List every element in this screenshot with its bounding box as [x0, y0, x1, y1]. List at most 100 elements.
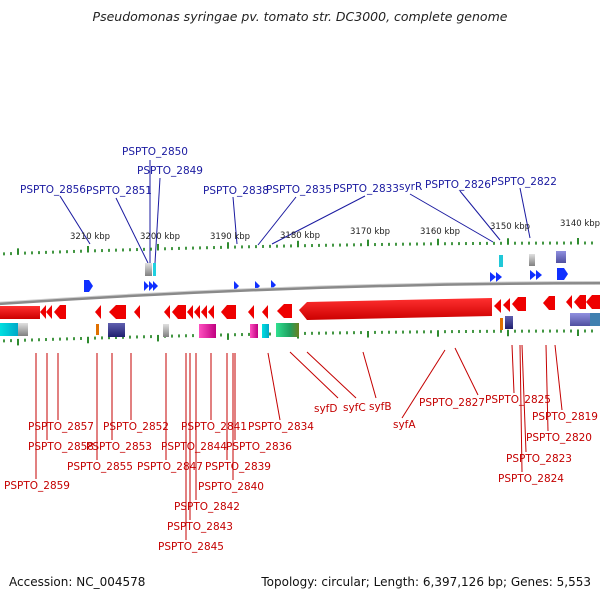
leader-line [271, 195, 366, 245]
gene-label-pspto-2845[interactable]: PSPTO_2845 [158, 541, 224, 553]
gene-label-pspto-2824[interactable]: PSPTO_2824 [498, 473, 564, 485]
gene-label-pspto-2827[interactable]: PSPTO_2827 [419, 397, 485, 409]
gene-label-pspto-2844[interactable]: PSPTO_2844 [161, 441, 227, 453]
feature-block [276, 323, 299, 337]
forward-gene-arrow[interactable] [496, 272, 502, 282]
forward-gene-arrow[interactable] [84, 280, 93, 292]
reverse-gene-arrow[interactable] [208, 305, 214, 319]
lower-gene-labels: PSPTO_2857 PSPTO_2858 PSPTO_2859 PSPTO_2… [4, 394, 598, 553]
gene-label-pspto-2835[interactable]: PSPTO_2835 [266, 184, 332, 196]
reverse-gene-arrow[interactable] [512, 297, 526, 311]
gene-label-syfa[interactable]: syfA [393, 419, 416, 431]
gene-label-syfd[interactable]: syfD [314, 403, 337, 415]
reverse-gene-arrow[interactable] [543, 296, 555, 310]
gene-label-pspto-2842[interactable]: PSPTO_2842 [174, 501, 240, 513]
gene-label-pspto-2853[interactable]: PSPTO_2853 [86, 441, 152, 453]
gene-label-pspto-2823[interactable]: PSPTO_2823 [506, 453, 572, 465]
reverse-gene-arrow[interactable] [46, 305, 52, 319]
gene-label-pspto-2849[interactable]: PSPTO_2849 [137, 165, 203, 177]
leader-line [59, 195, 91, 245]
gene-label-pspto-2836[interactable]: PSPTO_2836 [226, 441, 292, 453]
leader-line [519, 344, 523, 473]
gene-label-pspto-2840[interactable]: PSPTO_2840 [198, 481, 264, 493]
feature-block [570, 313, 590, 326]
gene-label-syfb[interactable]: syfB [369, 401, 392, 413]
scale-ticks [3, 238, 593, 346]
leader-line [511, 344, 515, 394]
forward-genes [84, 268, 568, 292]
leader-line [401, 349, 446, 419]
reverse-gene-arrow[interactable] [494, 299, 501, 313]
forward-gene-arrow[interactable] [144, 281, 149, 291]
reverse-gene-arrow[interactable] [201, 305, 207, 319]
leader-line [519, 187, 531, 239]
forward-gene-arrow[interactable] [536, 270, 542, 280]
reverse-gene-arrow[interactable] [299, 298, 492, 320]
gene-label-pspto-2859[interactable]: PSPTO_2859 [4, 480, 70, 492]
feature-block [0, 323, 18, 336]
gene-label-pspto-2855[interactable]: PSPTO_2855 [67, 461, 133, 473]
reverse-gene-arrow[interactable] [574, 295, 586, 309]
forward-gene-arrow[interactable] [153, 281, 158, 291]
forward-gene-arrow[interactable] [490, 272, 496, 282]
reverse-gene-arrow[interactable] [164, 305, 170, 319]
gene-label-pspto-2850[interactable]: PSPTO_2850 [122, 146, 188, 158]
gene-label-pspto-2841[interactable]: PSPTO_2841 [181, 421, 247, 433]
reverse-gene-arrow[interactable] [503, 298, 510, 312]
gene-label-syrr[interactable]: syrR [399, 181, 422, 193]
gene-label-pspto-2834[interactable]: PSPTO_2834 [248, 421, 314, 433]
gene-label-pspto-2826[interactable]: PSPTO_2826 [425, 179, 491, 191]
gene-label-pspto-2858[interactable]: PSPTO_2858 [28, 441, 94, 453]
gene-label-pspto-2843[interactable]: PSPTO_2843 [167, 521, 233, 533]
leader-line [306, 351, 357, 399]
genome-title: Pseudomonas syringae pv. tomato str. DC3… [92, 9, 508, 24]
reverse-gene-arrow[interactable] [172, 305, 186, 319]
feature-block [153, 263, 156, 276]
reverse-gene-arrow[interactable] [187, 305, 193, 319]
gene-label-pspto-2847[interactable]: PSPTO_2847 [137, 461, 203, 473]
scale-label-3210: 3210 kbp [70, 232, 110, 242]
forward-gene-arrow[interactable] [234, 281, 239, 291]
reverse-gene-arrow[interactable] [0, 306, 40, 319]
leader-line [232, 196, 238, 245]
gene-label-pspto-2820[interactable]: PSPTO_2820 [526, 432, 592, 444]
gene-label-pspto-2852[interactable]: PSPTO_2852 [103, 421, 169, 433]
feature-block [499, 255, 503, 267]
gene-label-pspto-2833[interactable]: PSPTO_2833 [333, 183, 399, 195]
reverse-gene-arrow[interactable] [95, 305, 101, 319]
feature-block [262, 324, 269, 338]
leader-line [554, 344, 563, 411]
feature-block [529, 254, 535, 266]
gene-label-pspto-2819[interactable]: PSPTO_2819 [532, 411, 598, 423]
gene-label-syfc[interactable]: syfC [343, 402, 366, 414]
leader-line [289, 351, 339, 399]
reverse-gene-arrow[interactable] [248, 305, 254, 319]
forward-gene-arrow[interactable] [149, 281, 154, 291]
reverse-gene-arrow[interactable] [221, 305, 236, 319]
gene-label-pspto-2825[interactable]: PSPTO_2825 [485, 394, 551, 406]
reverse-gene-arrow[interactable] [134, 305, 140, 319]
gene-label-pspto-2857[interactable]: PSPTO_2857 [28, 421, 94, 433]
reverse-gene-arrow[interactable] [262, 305, 268, 319]
scale-label-3170: 3170 kbp [350, 227, 390, 237]
feature-block [556, 251, 566, 263]
reverse-gene-arrow[interactable] [109, 305, 126, 319]
scale-label-3150: 3150 kbp [490, 222, 530, 232]
reverse-gene-arrow[interactable] [277, 304, 292, 318]
reverse-gene-arrow[interactable] [40, 305, 46, 319]
feature-block [250, 324, 258, 338]
gene-label-pspto-2851[interactable]: PSPTO_2851 [86, 185, 152, 197]
gene-label-pspto-2822[interactable]: PSPTO_2822 [491, 176, 557, 188]
forward-gene-arrow[interactable] [530, 270, 536, 280]
gene-label-pspto-2856[interactable]: PSPTO_2856 [20, 184, 86, 196]
reverse-gene-arrow[interactable] [566, 295, 572, 309]
reverse-gene-arrow[interactable] [54, 305, 66, 319]
gene-label-pspto-2838[interactable]: PSPTO_2838 [203, 185, 269, 197]
feature-block [145, 263, 152, 276]
leader-line [409, 193, 494, 243]
reverse-gene-arrow[interactable] [194, 305, 200, 319]
gene-label-pspto-2839[interactable]: PSPTO_2839 [205, 461, 271, 473]
reverse-gene-arrow[interactable] [586, 295, 600, 309]
forward-gene-arrow[interactable] [557, 268, 568, 280]
